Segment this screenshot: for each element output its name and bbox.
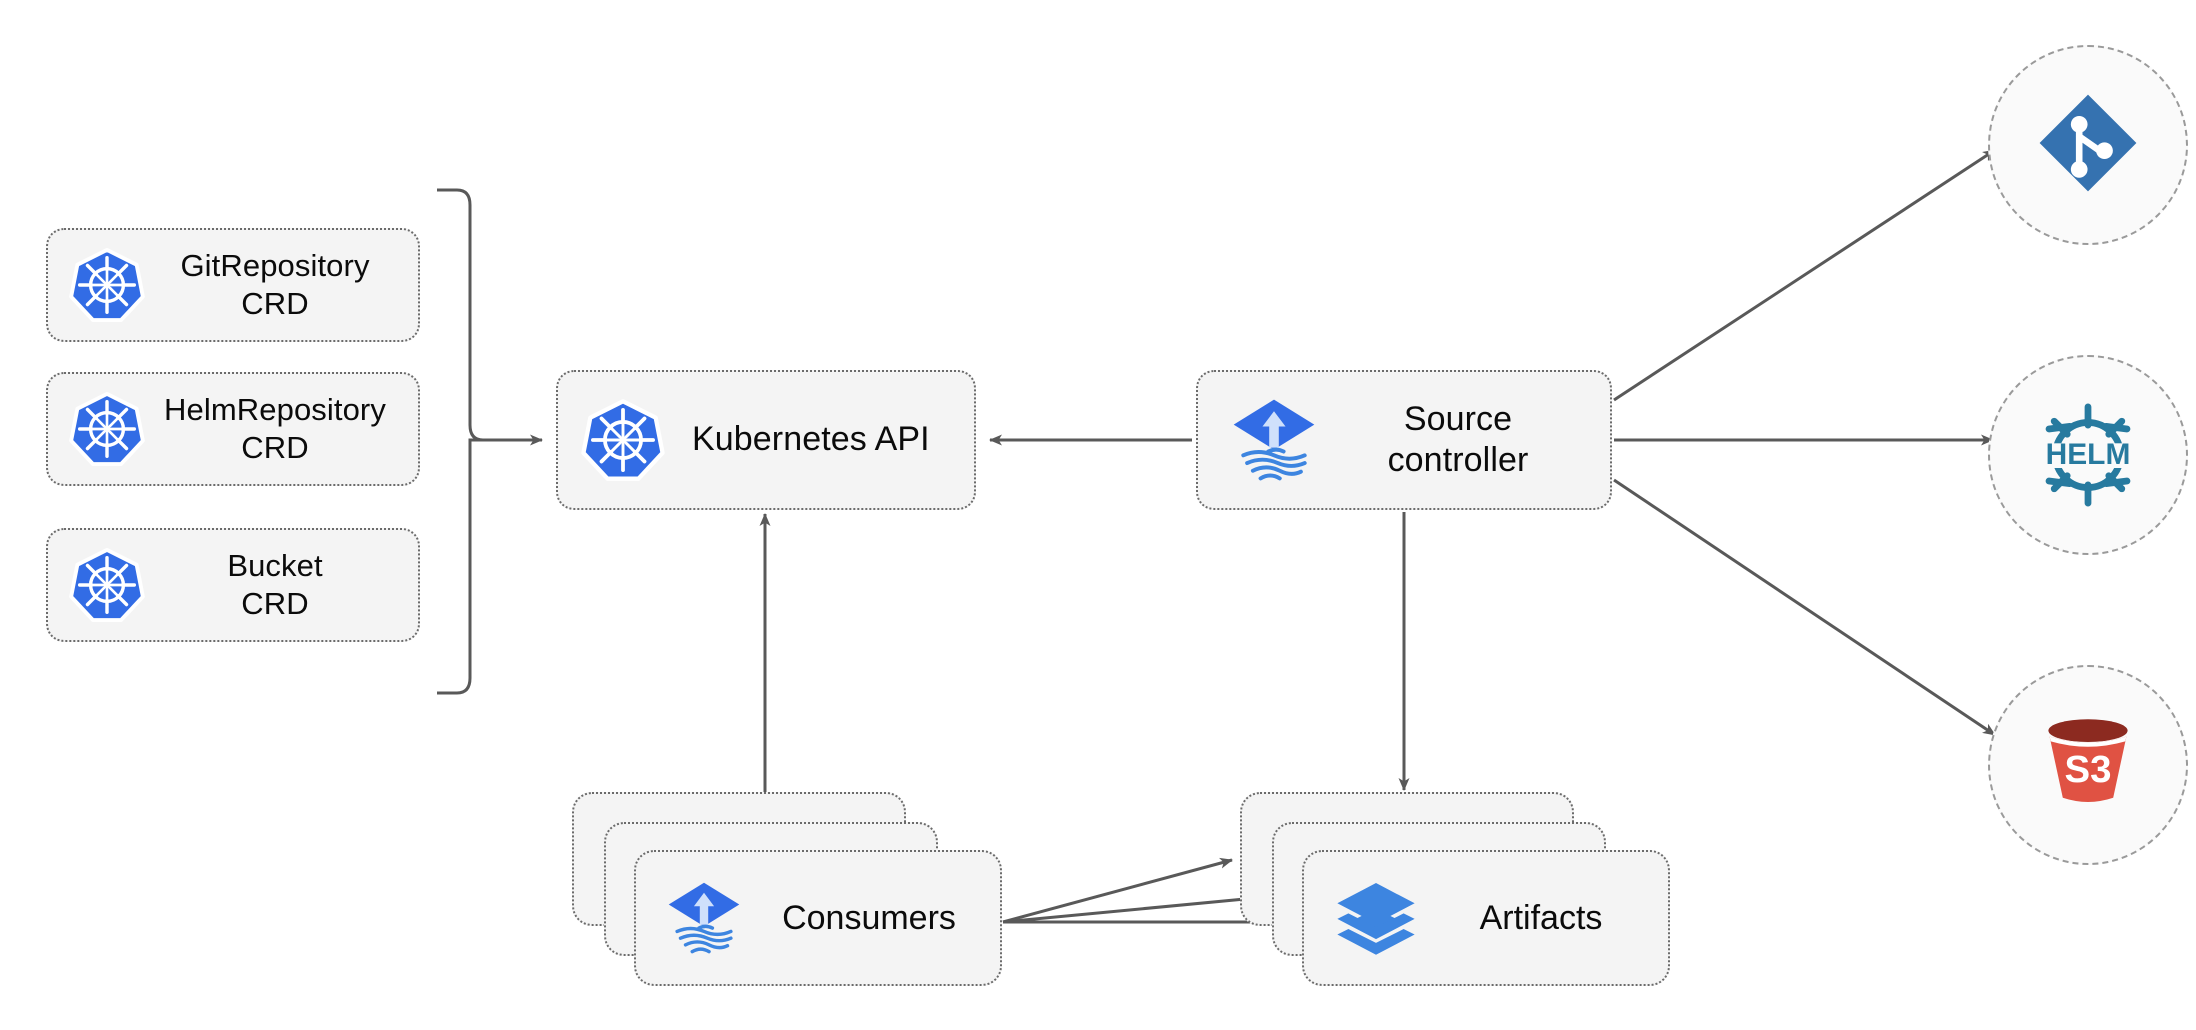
node-label: Source controller	[1387, 399, 1529, 479]
node-label: HelmRepository CRD	[164, 392, 386, 465]
s3-bucket-icon: S3	[2028, 703, 2148, 828]
endpoint-helm[interactable]: HELM	[1988, 355, 2188, 555]
node-consumers[interactable]: Consumers	[572, 792, 1002, 992]
kubernetes-icon	[580, 397, 666, 483]
kubernetes-icon	[68, 246, 146, 324]
kubernetes-icon	[68, 546, 146, 624]
s3-label: S3	[2065, 748, 2112, 791]
node-helmrepository-crd[interactable]: HelmRepository CRD	[46, 372, 420, 486]
node-bucket-crd[interactable]: Bucket CRD	[46, 528, 420, 642]
node-artifacts[interactable]: Artifacts	[1240, 792, 1670, 992]
node-source-controller[interactable]: Source controller	[1196, 370, 1612, 510]
consumers-card-front[interactable]: Consumers	[634, 850, 1002, 986]
node-label: Bucket CRD	[227, 548, 323, 621]
edge-source-to-git	[1613, 148, 1996, 402]
edge-source-to-s3	[1613, 478, 1996, 737]
node-label: Consumers	[782, 898, 956, 937]
artifacts-card-front[interactable]: Artifacts	[1302, 850, 1670, 986]
edge-consumers-to-artifacts-2	[1002, 892, 1267, 924]
node-label: GitRepository CRD	[180, 248, 370, 321]
crd-bracket	[437, 188, 484, 695]
node-label: Kubernetes API	[692, 420, 930, 459]
node-kubernetes-api[interactable]: Kubernetes API	[556, 370, 976, 510]
endpoint-s3[interactable]: S3	[1988, 665, 2188, 865]
helm-icon: HELM	[2023, 390, 2153, 520]
endpoint-git[interactable]	[1988, 45, 2188, 245]
node-label: Artifacts	[1479, 898, 1603, 937]
node-gitrepository-crd[interactable]: GitRepository CRD	[46, 228, 420, 342]
layers-icon	[1330, 872, 1422, 964]
flux-icon	[1226, 392, 1322, 488]
helm-label: HELM	[2046, 438, 2131, 471]
kubernetes-icon	[68, 390, 146, 468]
flux-icon	[662, 876, 746, 960]
git-icon	[2033, 88, 2143, 203]
edge-consumers-to-artifacts-1	[1002, 857, 1233, 924]
